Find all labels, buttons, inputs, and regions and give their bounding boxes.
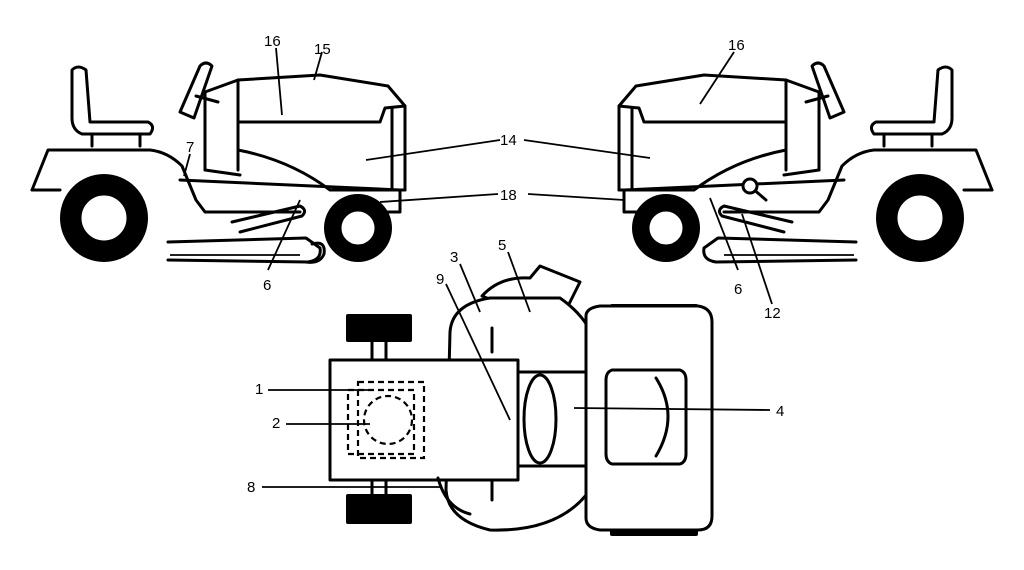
callout-labels: 16 15 7 14 18 6 16 6 12 3 5 9 1 2 4 8 [186,33,784,496]
callout-8: 8 [247,479,255,496]
callout-16-left: 16 [264,33,281,50]
callout-1: 1 [255,381,263,398]
callout-6-right: 6 [734,281,742,298]
callout-3: 3 [450,249,458,266]
callout-15: 15 [314,41,331,58]
callout-7: 7 [186,139,194,156]
callout-5: 5 [498,237,506,254]
callout-18: 18 [500,187,517,204]
tractor-right-side-view [617,61,994,264]
tractor-top-view [328,264,714,536]
callout-14: 14 [500,132,517,149]
callout-2: 2 [272,415,280,432]
callout-16-right: 16 [728,37,745,54]
callout-12: 12 [764,305,781,322]
tractor-left-side-view [30,61,407,264]
callout-4: 4 [776,403,784,420]
callout-6-left: 6 [263,277,271,294]
leader-lines [183,47,773,488]
callout-9: 9 [436,271,444,288]
